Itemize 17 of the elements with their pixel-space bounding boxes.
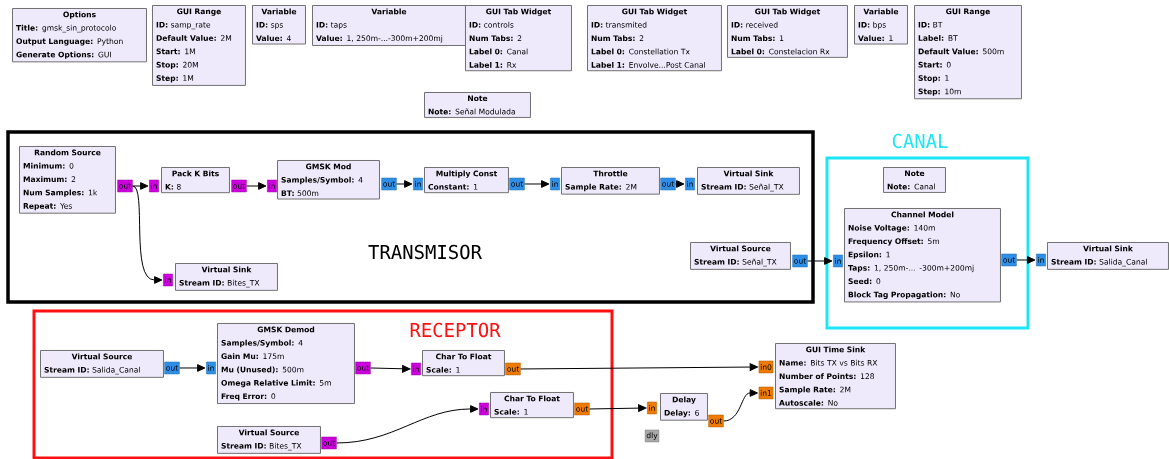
arrow	[1016, 256, 1036, 264]
arrow	[179, 364, 206, 372]
group-heading: CANAL	[892, 133, 948, 149]
arrow	[520, 363, 758, 371]
arrow	[246, 182, 267, 190]
arrow	[807, 257, 833, 265]
arrow	[370, 364, 411, 373]
group-heading: RECEPTOR	[410, 322, 501, 338]
group-heading: TRANSMISOR	[368, 244, 482, 260]
arrow	[132, 185, 163, 284]
arrow	[396, 180, 413, 188]
arrow	[336, 405, 479, 444]
arrow	[524, 180, 550, 188]
arrow	[723, 389, 758, 422]
arrow	[589, 404, 647, 412]
arrow	[675, 180, 685, 188]
arrow	[132, 182, 149, 190]
